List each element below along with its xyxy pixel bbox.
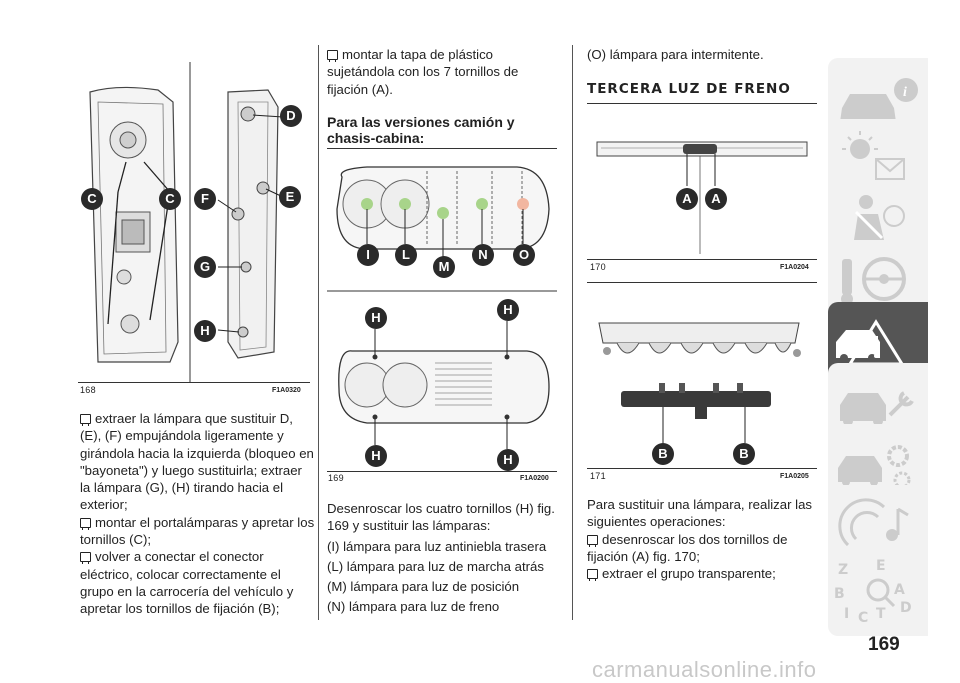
svg-text:i: i (903, 85, 907, 100)
figure-label: A (705, 188, 727, 210)
figure-label: B (733, 443, 755, 465)
figure-label: H (497, 299, 519, 321)
car-emergency-icon (836, 319, 905, 366)
tail-light-diagram (89, 62, 284, 382)
bullet-icon (80, 414, 91, 426)
instruction-text: Desenroscar los cuatro tornillos (H) fig… (327, 500, 562, 616)
figure-label: N (472, 244, 494, 266)
figure-code: F1A0200 (520, 475, 549, 482)
figure-number: 168 (80, 385, 96, 395)
figure-label: H (365, 307, 387, 329)
instruction-item: montar la tapa de plástico sujetándola c… (327, 47, 519, 97)
figure-label: C (159, 188, 181, 210)
figure-label: I (357, 244, 379, 266)
svg-text:B: B (834, 586, 845, 602)
third-brake-light-diagram (596, 141, 808, 254)
instruction-list: extraer la lámpara que sustituir D, (E),… (80, 410, 315, 618)
figure-label: C (81, 188, 103, 210)
figure-label: A (676, 188, 698, 210)
svg-text:E: E (876, 558, 886, 574)
lamp-line: (N) lámpara para luz de freno (327, 599, 500, 615)
section-heading: TERCERA LUZ DE FRENO (587, 81, 791, 97)
column-divider (318, 45, 319, 620)
bullet-icon (80, 517, 91, 530)
svg-text:D: D (900, 600, 912, 616)
figure-label: F (194, 188, 216, 210)
column-divider (572, 45, 573, 620)
svg-text:I: I (844, 606, 849, 622)
svg-text:Z: Z (838, 562, 848, 578)
figure-code: F1A0204 (780, 264, 809, 271)
figure-label: E (279, 186, 301, 208)
figure-label: B (652, 443, 674, 465)
figure-code: F1A0205 (780, 473, 809, 480)
page-number: 169 (868, 634, 900, 655)
instruction-text: Para sustituir una lámpara, realizar las… (587, 496, 817, 582)
figure-label: H (194, 320, 216, 342)
figure-label: M (433, 256, 455, 278)
lamp-line: (L) lámpara para luz de marcha atrás (327, 558, 544, 574)
list-item: volver a conectar el conector eléctrico,… (80, 549, 294, 617)
list-item: desenroscar los dos tornillos de fijació… (587, 531, 788, 564)
brake-light-bulb-holder-diagram (598, 322, 801, 443)
truck-tail-light-diagram (327, 166, 557, 449)
figure-label: H (497, 449, 519, 471)
lamp-line: (M) lámpara para luz de posición (327, 579, 520, 595)
figure-label: D (280, 105, 302, 127)
figure-169: I L M N O H H H H (327, 148, 557, 472)
lamp-line: (I) lámpara para luz antiniebla trasera (327, 538, 547, 554)
paragraph: Para sustituir una lámpara, realizar las… (587, 497, 813, 530)
section-heading: Para las versiones camión y chasis-cabin… (327, 114, 515, 146)
seatbelt-airbag-icon (854, 195, 905, 240)
figure-170: A A (587, 103, 817, 260)
watermark: carmanualsonline.info (592, 657, 817, 682)
warning-lights-icon (842, 131, 905, 180)
svg-text:T: T (876, 606, 886, 622)
figure-number: 171 (590, 471, 606, 481)
figure-label: G (194, 256, 216, 278)
car-maintenance-icon (840, 391, 914, 426)
bullet-icon (587, 569, 598, 582)
list-item: extraer el grupo transparente; (587, 565, 817, 582)
figure-171: B B (587, 282, 817, 469)
media-music-icon (838, 498, 909, 547)
figure-number: 170 (590, 262, 606, 272)
list-item: montar el portalámparas y apretar los to… (80, 514, 315, 548)
figure-label: O (513, 244, 535, 266)
bullet-icon (327, 50, 338, 62)
list-item: extraer la lámpara que sustituir D, (E),… (80, 411, 314, 513)
figure-label: H (365, 445, 387, 467)
figure-168: D C C F E G H (78, 62, 310, 383)
bullet-icon (587, 534, 598, 547)
svg-text:A: A (894, 582, 905, 598)
car-info-icon: i (840, 78, 918, 127)
svg-text:C: C (858, 610, 868, 626)
figure-number: 169 (328, 473, 344, 483)
bullet-icon (80, 552, 91, 565)
figure-code: F1A0320 (272, 387, 301, 394)
paragraph: Desenroscar los cuatro tornillos (H) fig… (327, 501, 555, 534)
figure-label: L (395, 244, 417, 266)
lamp-line: (O) lámpara para intermitente. (587, 47, 764, 62)
